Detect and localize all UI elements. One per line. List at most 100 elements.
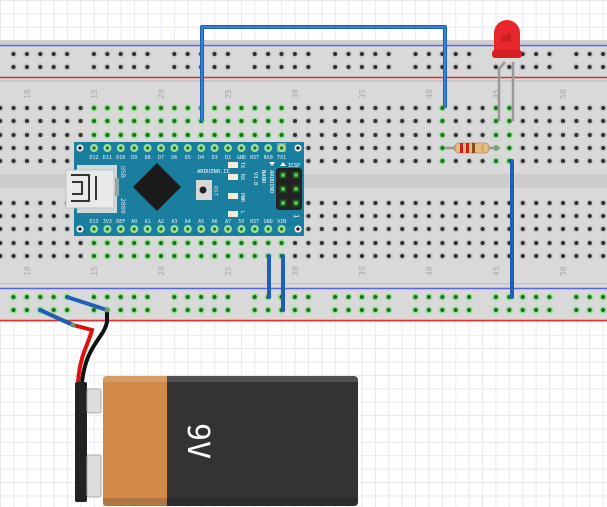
rail-hole[interactable] <box>185 295 190 299</box>
breadboard-hole[interactable] <box>547 227 552 231</box>
breadboard-hole[interactable] <box>159 119 163 123</box>
breadboard-hole[interactable] <box>427 214 431 218</box>
rail-hole[interactable] <box>574 52 579 56</box>
breadboard-hole[interactable] <box>520 159 525 163</box>
breadboard-hole[interactable] <box>333 106 338 110</box>
rail-hole[interactable] <box>346 308 351 312</box>
rail-hole[interactable] <box>373 52 378 56</box>
rail-hole[interactable] <box>574 65 579 69</box>
breadboard-hole[interactable] <box>440 133 445 137</box>
breadboard-hole[interactable] <box>346 106 351 110</box>
breadboard-hole[interactable] <box>561 119 565 123</box>
breadboard-hole[interactable] <box>507 106 512 110</box>
breadboard-hole[interactable] <box>92 106 96 110</box>
breadboard-hole[interactable] <box>601 119 606 123</box>
breadboard-hole[interactable] <box>453 119 458 123</box>
breadboard-hole[interactable] <box>38 159 43 163</box>
breadboard-hole[interactable] <box>520 133 525 137</box>
rail-hole[interactable] <box>91 308 96 312</box>
rail-hole[interactable] <box>413 295 418 299</box>
breadboard-hole[interactable] <box>561 159 565 163</box>
breadboard-hole[interactable] <box>25 159 29 163</box>
rail-hole[interactable] <box>118 295 123 299</box>
rail-hole[interactable] <box>359 295 364 299</box>
rail-hole[interactable] <box>534 65 539 69</box>
rail-hole[interactable] <box>346 295 351 299</box>
breadboard-hole[interactable] <box>306 214 311 218</box>
rail-hole[interactable] <box>199 295 204 299</box>
breadboard-hole[interactable] <box>293 241 297 245</box>
breadboard-hole[interactable] <box>360 201 364 205</box>
breadboard-hole[interactable] <box>561 227 565 231</box>
breadboard-hole[interactable] <box>373 227 378 231</box>
breadboard-hole[interactable] <box>38 241 43 245</box>
breadboard-hole[interactable] <box>413 214 418 218</box>
rail-hole[interactable] <box>574 295 579 299</box>
breadboard-hole[interactable] <box>373 214 378 218</box>
breadboard-hole[interactable] <box>587 227 592 231</box>
breadboard-hole[interactable] <box>51 241 56 245</box>
breadboard-hole[interactable] <box>172 133 177 137</box>
breadboard-hole[interactable] <box>319 133 324 137</box>
rail-hole[interactable] <box>65 65 70 69</box>
rail-hole[interactable] <box>38 295 43 299</box>
breadboard-hole[interactable] <box>11 254 16 258</box>
breadboard-hole[interactable] <box>51 146 56 150</box>
rail-hole[interactable] <box>65 52 70 56</box>
rail-hole[interactable] <box>132 295 137 299</box>
breadboard-hole[interactable] <box>0 106 3 110</box>
breadboard-hole[interactable] <box>172 254 177 258</box>
breadboard-hole[interactable] <box>38 119 43 123</box>
breadboard-hole[interactable] <box>306 201 311 205</box>
breadboard-hole[interactable] <box>534 146 539 150</box>
rail-hole[interactable] <box>105 52 110 56</box>
rail-hole[interactable] <box>51 65 56 69</box>
breadboard-hole[interactable] <box>212 106 217 110</box>
breadboard-hole[interactable] <box>333 119 338 123</box>
breadboard-hole[interactable] <box>185 241 190 245</box>
breadboard-hole[interactable] <box>373 119 378 123</box>
breadboard-hole[interactable] <box>346 227 351 231</box>
breadboard-hole[interactable] <box>574 119 579 123</box>
breadboard-hole[interactable] <box>319 214 324 218</box>
breadboard-hole[interactable] <box>333 241 338 245</box>
rail-hole[interactable] <box>587 65 592 69</box>
breadboard-hole[interactable] <box>467 214 472 218</box>
breadboard-hole[interactable] <box>427 201 431 205</box>
breadboard-hole[interactable] <box>145 119 150 123</box>
breadboard-hole[interactable] <box>587 133 592 137</box>
breadboard-hole[interactable] <box>601 254 606 258</box>
breadboard-hole[interactable] <box>65 133 70 137</box>
breadboard-hole[interactable] <box>413 227 418 231</box>
breadboard-hole[interactable] <box>413 106 418 110</box>
breadboard-hole[interactable] <box>587 214 592 218</box>
breadboard-hole[interactable] <box>440 227 445 231</box>
breadboard-hole[interactable] <box>319 241 324 245</box>
breadboard-hole[interactable] <box>132 241 137 245</box>
breadboard-hole[interactable] <box>534 241 539 245</box>
breadboard-hole[interactable] <box>494 214 498 218</box>
breadboard-hole[interactable] <box>480 201 485 205</box>
breadboard-hole[interactable] <box>360 254 364 258</box>
rail-hole[interactable] <box>292 308 297 312</box>
breadboard-hole[interactable] <box>92 133 96 137</box>
breadboard-hole[interactable] <box>11 214 16 218</box>
breadboard-hole[interactable] <box>306 133 311 137</box>
rail-hole[interactable] <box>386 52 391 56</box>
breadboard-hole[interactable] <box>373 201 378 205</box>
breadboard-hole[interactable] <box>185 119 190 123</box>
breadboard-hole[interactable] <box>0 119 3 123</box>
breadboard-hole[interactable] <box>534 119 539 123</box>
rail-hole[interactable] <box>547 52 552 56</box>
rail-hole[interactable] <box>413 308 418 312</box>
breadboard-hole[interactable] <box>574 227 579 231</box>
breadboard-hole[interactable] <box>520 254 525 258</box>
breadboard-hole[interactable] <box>561 214 565 218</box>
breadboard-hole[interactable] <box>78 241 83 245</box>
breadboard-hole[interactable] <box>306 119 311 123</box>
breadboard-hole[interactable] <box>413 241 418 245</box>
rail-hole[interactable] <box>91 295 96 299</box>
breadboard-hole[interactable] <box>252 241 257 245</box>
breadboard-hole[interactable] <box>226 106 230 110</box>
